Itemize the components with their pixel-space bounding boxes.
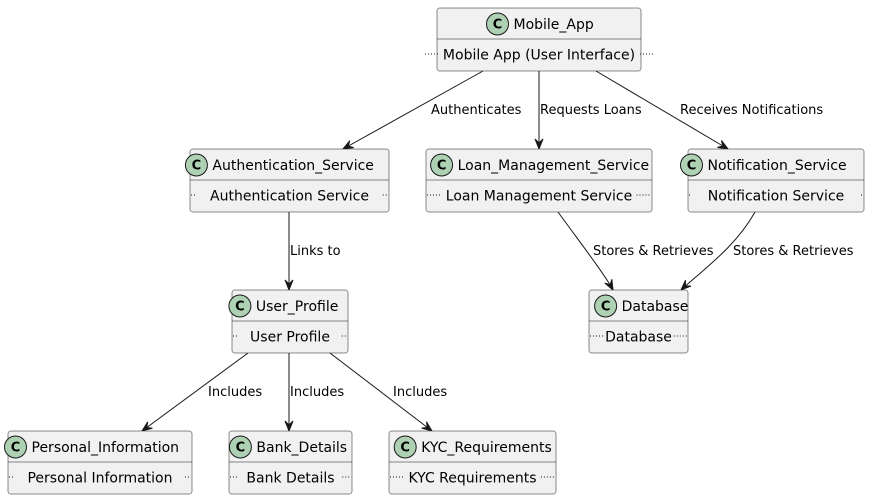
class-name: Mobile_App — [514, 17, 594, 33]
class-member: User Profile — [250, 330, 330, 346]
relation-label: Receives Notifications — [680, 103, 823, 118]
class-stereotype-icon: C — [594, 294, 618, 318]
relation-receives-notifications: Receives Notifications — [595, 70, 823, 150]
class-member: Personal Information — [27, 471, 172, 487]
arrowhead-icon — [140, 421, 153, 432]
stereotype-letter: C — [493, 18, 503, 33]
relation-notification-stores-retrieves: Stores & Retrieves — [680, 211, 854, 291]
stereotype-letter: C — [235, 300, 245, 315]
relation-line — [595, 70, 729, 150]
class-stereotype-icon: C — [228, 294, 252, 318]
class-box — [687, 148, 865, 213]
relation-links-to: Links to — [284, 212, 341, 292]
stereotype-letter: C — [687, 159, 697, 174]
stereotype-letter: C — [11, 441, 21, 456]
class-member: Notification Service — [708, 189, 845, 205]
class-member: Mobile App (User Interface) — [443, 48, 635, 64]
arrowhead-icon — [341, 140, 354, 150]
arrowhead-icon — [421, 421, 434, 432]
relation-label: Authenticates — [431, 103, 522, 118]
relation-label: Links to — [290, 244, 341, 259]
stereotype-letter: C — [192, 159, 202, 174]
relation-line — [680, 211, 756, 291]
class-member: Authentication Service — [210, 189, 369, 205]
relation-includes-bank: Includes — [284, 353, 344, 433]
class-box — [388, 430, 557, 495]
class-member: KYC Requirements — [408, 471, 536, 487]
class-name: User_Profile — [256, 299, 338, 315]
class-name: Authentication_Service — [212, 158, 374, 174]
class-member: Bank Details — [246, 471, 334, 487]
class-stereotype-icon: C — [184, 153, 208, 177]
class-name: Database — [622, 299, 689, 315]
class-name: Personal_Information — [32, 440, 180, 456]
stereotype-letter: C — [236, 441, 246, 456]
relation-line — [141, 352, 249, 432]
class-stereotype-icon: C — [393, 435, 417, 459]
arrowhead-icon — [534, 138, 544, 151]
arrowhead-icon — [604, 279, 614, 292]
stereotype-letter: C — [601, 300, 611, 315]
relation-label: Requests Loans — [540, 103, 642, 118]
class-name: Bank_Details — [256, 440, 347, 456]
class-member: Loan Management Service — [446, 189, 632, 205]
relation-requests-loans: Requests Loans — [534, 71, 642, 151]
relation-includes-kyc: Includes — [329, 352, 447, 432]
relation-includes-personal: Includes — [140, 352, 262, 432]
class-stereotype-icon: C — [430, 153, 454, 177]
relation-line — [329, 352, 433, 432]
relation-line — [342, 70, 484, 150]
class-box — [7, 430, 193, 495]
class-member: Database — [605, 330, 672, 346]
relations-layer: Authenticates Requests Loans Receives Noti… — [140, 70, 854, 433]
relation-label: Includes — [393, 385, 447, 400]
relation-label: Includes — [208, 385, 262, 400]
relation-loan-stores-retrieves: Stores & Retrieves — [557, 211, 714, 292]
relation-label: Stores & Retrieves — [733, 244, 854, 259]
arrowhead-icon — [284, 279, 294, 292]
relation-label: Includes — [290, 385, 344, 400]
relation-label: Stores & Retrieves — [593, 244, 714, 259]
class-box — [228, 430, 353, 495]
class-box — [231, 289, 349, 354]
class-box — [189, 148, 390, 213]
class-name: Notification_Service — [708, 158, 847, 174]
class-stereotype-icon: C — [4, 435, 27, 459]
stereotype-letter: C — [437, 159, 447, 174]
class-name: KYC_Requirements — [421, 440, 552, 456]
arrowhead-icon — [284, 420, 294, 433]
class-stereotype-icon: C — [486, 12, 509, 36]
stereotype-letter: C — [400, 441, 410, 456]
class-stereotype-icon: C — [228, 435, 252, 459]
arrowhead-icon — [680, 280, 692, 291]
arrowhead-icon — [717, 140, 730, 150]
relation-authenticates: Authenticates — [341, 70, 522, 150]
class-box — [425, 148, 653, 213]
class-name: Loan_Management_Service — [458, 158, 650, 174]
class-stereotype-icon: C — [680, 153, 703, 177]
